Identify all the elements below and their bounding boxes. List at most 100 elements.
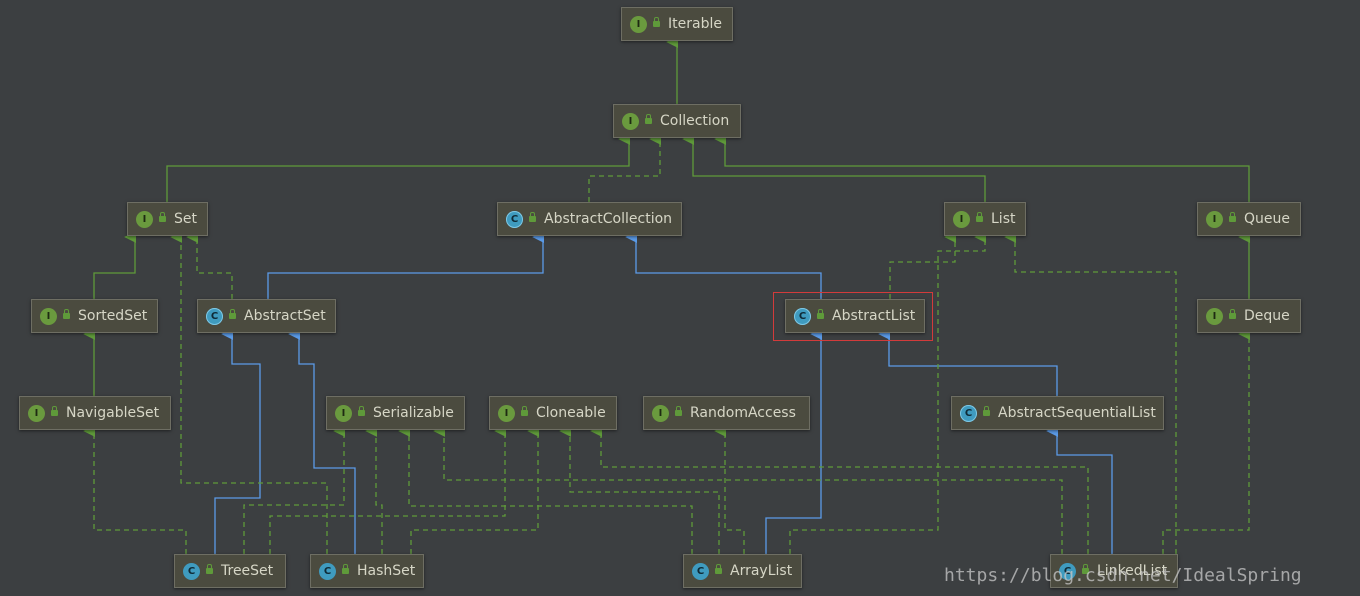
- interface-icon: I: [1206, 307, 1223, 325]
- class-icon: C: [1059, 562, 1076, 580]
- node-label: Queue: [1244, 211, 1290, 227]
- node-iterable[interactable]: I Iterable: [621, 7, 733, 41]
- public-lock-icon: [529, 212, 536, 222]
- node-sortedset[interactable]: I SortedSet: [31, 299, 158, 333]
- public-lock-icon: [358, 406, 365, 416]
- node-abstractset[interactable]: C AbstractSet: [197, 299, 336, 333]
- public-lock-icon: [63, 309, 70, 319]
- edge-abstractcollection-to-collection: [588, 133, 662, 202]
- public-lock-icon: [342, 564, 349, 574]
- class-icon: C: [319, 562, 336, 580]
- node-label: Deque: [1244, 308, 1290, 324]
- public-lock-icon: [983, 406, 990, 416]
- public-lock-icon: [675, 406, 682, 416]
- edge-treeset-to-cloneable: [269, 425, 507, 554]
- node-label: Cloneable: [536, 405, 606, 421]
- highlight-box-abstractlist: [773, 292, 933, 341]
- node-navigableset[interactable]: I NavigableSet: [19, 396, 171, 430]
- node-queue[interactable]: I Queue: [1197, 202, 1301, 236]
- edge-treeset-to-serializable: [243, 425, 346, 554]
- edge-hashset-to-set: [170, 231, 328, 554]
- edge-arraylist-to-list: [789, 231, 987, 554]
- interface-icon: I: [28, 404, 45, 422]
- interface-icon: I: [136, 210, 153, 228]
- node-label: SortedSet: [78, 308, 148, 324]
- node-label: Iterable: [668, 16, 722, 32]
- node-label: NavigableSet: [66, 405, 160, 421]
- watermark-text: https://blog.csdn.net/IdealSpring: [944, 565, 1302, 586]
- public-lock-icon: [159, 212, 166, 222]
- class-icon: C: [692, 562, 709, 580]
- edge-linkedlist-to-abstractsequentiallist: [1046, 425, 1113, 554]
- interface-icon: I: [1206, 210, 1223, 228]
- node-abstractcollection[interactable]: C AbstractCollection: [497, 202, 682, 236]
- edge-arraylist-to-cloneable: [559, 425, 720, 554]
- edge-arraylist-to-abstractlist: [765, 328, 823, 554]
- edge-linkedlist-to-list: [1004, 231, 1177, 554]
- node-deque[interactable]: I Deque: [1197, 299, 1301, 333]
- edge-queue-to-collection: [714, 133, 1250, 202]
- node-label: List: [991, 211, 1016, 227]
- node-label: ArrayList: [730, 563, 793, 579]
- node-label: AbstractSequentialList: [998, 405, 1156, 421]
- public-lock-icon: [817, 309, 824, 319]
- interface-icon: I: [953, 210, 970, 228]
- edge-linkedlist-to-deque: [1162, 328, 1251, 554]
- node-label: TreeSet: [221, 563, 274, 579]
- edge-linkedlist-to-serializable: [433, 425, 1063, 554]
- interface-icon: I: [40, 307, 57, 325]
- public-lock-icon: [206, 564, 213, 574]
- class-icon: C: [506, 210, 523, 228]
- interface-icon: I: [652, 404, 669, 422]
- public-lock-icon: [1082, 564, 1089, 574]
- edge-list-to-collection: [682, 133, 986, 202]
- node-abstractlist[interactable]: C AbstractList: [785, 299, 925, 333]
- edge-abstractlist-to-list: [889, 231, 957, 299]
- interface-icon: I: [630, 15, 647, 33]
- class-icon: C: [206, 307, 223, 325]
- node-arraylist[interactable]: C ArrayList: [683, 554, 802, 588]
- class-icon: C: [960, 404, 977, 422]
- node-treeset[interactable]: C TreeSet: [174, 554, 286, 588]
- edge-hashset-to-serializable: [365, 425, 383, 554]
- public-lock-icon: [645, 114, 652, 124]
- edge-arraylist-to-randomaccess: [714, 425, 745, 554]
- edge-hashset-to-cloneable: [410, 425, 540, 554]
- edge-linkedlist-to-cloneable: [590, 425, 1089, 554]
- edge-treeset-to-abstractset: [214, 328, 261, 554]
- node-label: Collection: [660, 113, 730, 129]
- node-label: AbstractCollection: [544, 211, 673, 227]
- interface-icon: I: [335, 404, 352, 422]
- node-serializable[interactable]: I Serializable: [326, 396, 465, 430]
- edge-abstractlist-to-abstractcollection: [625, 231, 822, 299]
- node-label: AbstractSet: [244, 308, 326, 324]
- public-lock-icon: [521, 406, 528, 416]
- class-icon: C: [183, 562, 200, 580]
- interface-icon: I: [622, 112, 639, 130]
- edge-arraylist-to-serializable: [398, 425, 693, 554]
- edge-hashset-to-abstractset: [288, 328, 356, 554]
- public-lock-icon: [976, 212, 983, 222]
- node-label: AbstractList: [832, 308, 916, 324]
- edge-abstractset-to-abstractcollection: [267, 231, 545, 299]
- node-linkedlist[interactable]: C LinkedList: [1050, 554, 1178, 588]
- public-lock-icon: [715, 564, 722, 574]
- edge-sortedset-to-set: [93, 231, 137, 299]
- public-lock-icon: [1229, 212, 1236, 222]
- class-icon: C: [794, 307, 811, 325]
- edge-abstractsequentiallist-to-abstractlist: [878, 328, 1058, 396]
- public-lock-icon: [51, 406, 58, 416]
- node-randomaccess[interactable]: I RandomAccess: [643, 396, 810, 430]
- node-list[interactable]: I List: [944, 202, 1026, 236]
- public-lock-icon: [1229, 309, 1236, 319]
- node-label: Serializable: [373, 405, 454, 421]
- node-collection[interactable]: I Collection: [613, 104, 741, 138]
- node-abstractsequentiallist[interactable]: C AbstractSequentialList: [951, 396, 1164, 430]
- node-label: RandomAccess: [690, 405, 796, 421]
- edge-treeset-to-navigableset: [83, 425, 187, 554]
- edge-set-to-collection: [166, 133, 631, 202]
- node-label: LinkedList: [1097, 563, 1168, 579]
